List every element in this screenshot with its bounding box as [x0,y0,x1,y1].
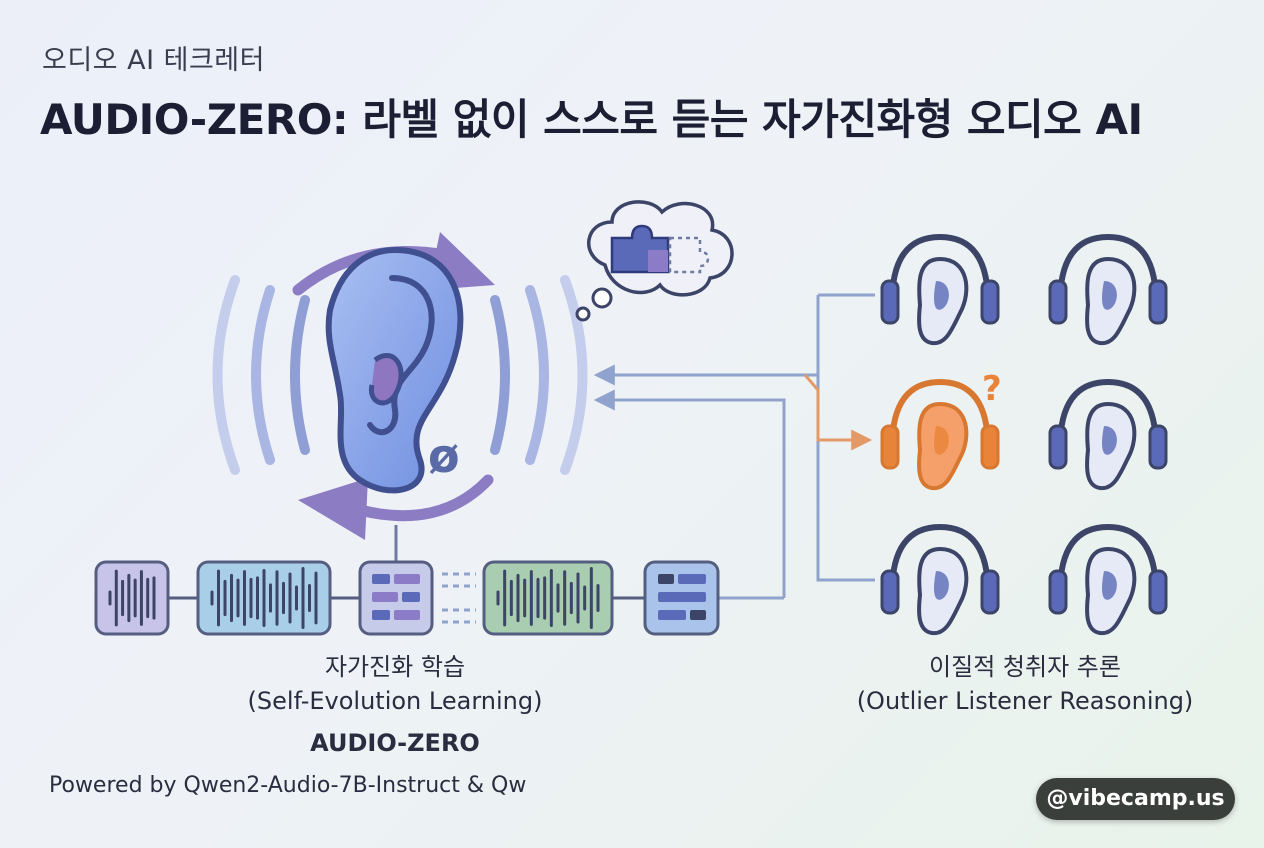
dashed-link [442,572,476,624]
self-evolution-label-ko: 자가진화 학습 [324,653,466,681]
outlier-label-ko: 이질적 청취자 추론 [929,653,1121,681]
list-block-icon [643,560,720,636]
brand-label: AUDIO-ZERO [310,729,480,757]
waveform-icon [196,560,332,636]
headphone-ear-icon [1048,233,1168,346]
data-pipeline [94,560,784,636]
sound-waves-icon [212,275,588,475]
headphone-ear-icon [1048,523,1168,636]
waveform-icon [94,560,170,636]
self-evolution-caption: 자가진화 학습 (Self-Evolution Learning) AUDIO-… [200,650,590,760]
outlier-listener-caption: 이질적 청취자 추론 (Outlier Listener Reasoning) [820,650,1230,718]
headphone-ear-icon [880,523,1000,636]
outlier-question-mark: ? [982,369,1002,409]
headphone-ear-icon [880,233,1000,346]
listener-grid [880,233,1168,636]
outlier-label-en: (Outlier Listener Reasoning) [856,687,1194,715]
page-kicker: 오디오 AI 테크레터 [42,45,265,76]
self-evolution-label-en: (Self-Evolution Learning) [247,687,543,715]
powered-by-text: Powered by Qwen2-Audio-7B-Instruct & Qw [49,773,527,798]
puzzle-icon [610,224,710,274]
list-block-icon [358,560,434,636]
headphone-ear-icon [1048,378,1168,491]
cycle-arrowhead-bottom [298,478,368,540]
ear-symbol: ø [428,429,460,483]
vibecamp-badge[interactable]: @vibecamp.us [1036,778,1235,820]
page-title: AUDIO-ZERO: 라벨 없이 스스로 듣는 자가진화형 오디오 AI [40,95,1143,144]
waveform-icon [482,560,614,636]
listener-connectors [593,293,875,598]
ear-icon [325,246,464,494]
outlier-listener-icon [880,378,1000,491]
